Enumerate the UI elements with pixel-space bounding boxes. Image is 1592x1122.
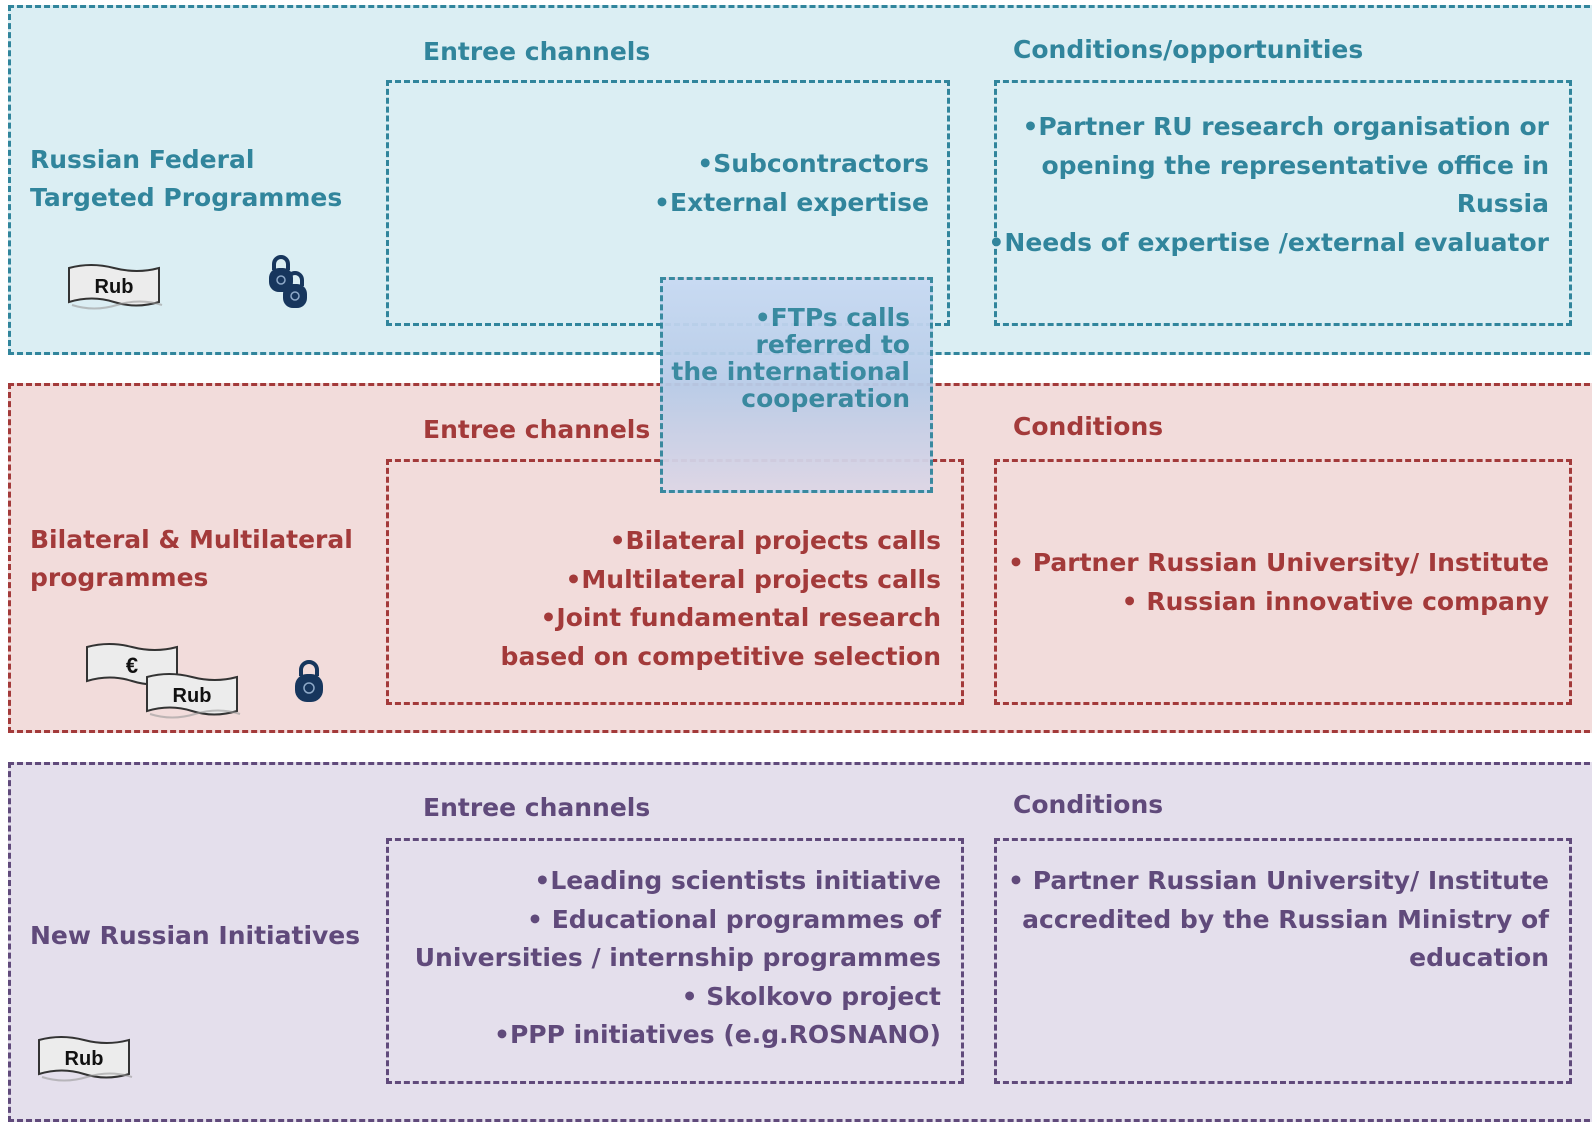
section-title-initiatives: New Russian Initiatives (30, 917, 360, 955)
channel-item: •Multilateral projects calls (565, 564, 941, 594)
condition-item: education (1409, 943, 1549, 972)
channel-item: •Joint fundamental research (540, 603, 941, 632)
channels-heading: Entree channels (423, 793, 651, 822)
conditions-heading: Conditions/opportunities (1013, 35, 1364, 64)
condition-item: opening the representative office in (1041, 150, 1550, 180)
channels-heading: Entree channels (423, 37, 651, 66)
channel-item: •Bilateral projects calls (609, 526, 941, 555)
ftp-line: cooperation (741, 384, 910, 413)
currency-label: Rub (65, 1048, 104, 1070)
conditions-box: • Partner Russian University/ Institute … (994, 838, 1572, 1084)
rub-banknote-icon: Rub (38, 1036, 133, 1082)
title-line: New Russian Initiatives (30, 921, 361, 950)
title-line: Targeted Programmes (30, 183, 343, 212)
condition-item: •Needs of expertise /external evaluator (988, 227, 1549, 257)
lock-icon (295, 660, 323, 702)
channel-item: • Educational programmes of (527, 904, 941, 934)
lock-icon (269, 255, 307, 308)
section-title-federal: Russian Federal Targeted Programmes (30, 141, 342, 217)
channel-item: Universities / internship programmes (414, 943, 941, 972)
title-line: Russian Federal (30, 145, 255, 174)
conditions-heading: Conditions (1013, 790, 1164, 819)
channel-item: based on competitive selection (500, 641, 941, 671)
condition-item: • Partner Russian University/ Institute (1008, 866, 1549, 895)
channels-heading: Entree channels (423, 415, 651, 444)
ftp-line: referred to (755, 330, 910, 359)
conditions-heading: Conditions (1013, 412, 1164, 441)
condition-item: • Partner Russian University/ Institute (1008, 548, 1549, 577)
channel-item: • Skolkovo project (681, 981, 941, 1011)
currency-label: Rub (173, 685, 212, 707)
currency-label: € (126, 653, 138, 678)
condition-item: •Partner RU research organisation or (1022, 112, 1549, 141)
title-line: Bilateral & Multilateral (30, 525, 353, 554)
currency-label: Rub (95, 276, 134, 298)
rub-banknote-icon: Rub (146, 673, 241, 719)
conditions-box: • Partner Russian University/ Institute … (994, 459, 1572, 705)
channel-item: •External expertise (654, 187, 929, 217)
condition-item: accredited by the Russian Ministry of (1022, 904, 1549, 934)
condition-item: Russia (1456, 189, 1549, 218)
channel-item: •Leading scientists initiative (534, 866, 941, 895)
condition-item: • Russian innovative company (1121, 586, 1549, 616)
channels-box: •Subcontractors •External expertise (386, 80, 950, 326)
channel-item: •Subcontractors (697, 149, 929, 178)
ftp-international-box: •FTPs calls referred to the internationa… (660, 277, 933, 493)
title-line: programmes (30, 563, 209, 592)
channels-box: •Leading scientists initiative • Educati… (386, 838, 964, 1084)
ftp-line: •FTPs calls (754, 303, 910, 332)
rub-banknote-icon: Rub (68, 264, 163, 310)
section-title-bilateral: Bilateral & Multilateral programmes (30, 521, 353, 597)
channel-item: •PPP initiatives (e.g.ROSNANO) (494, 1020, 941, 1049)
ftp-line: the international (671, 357, 910, 386)
channels-box: •Bilateral projects calls •Multilateral … (386, 459, 964, 705)
conditions-box: •Partner RU research organisation or ope… (988, 80, 1572, 326)
